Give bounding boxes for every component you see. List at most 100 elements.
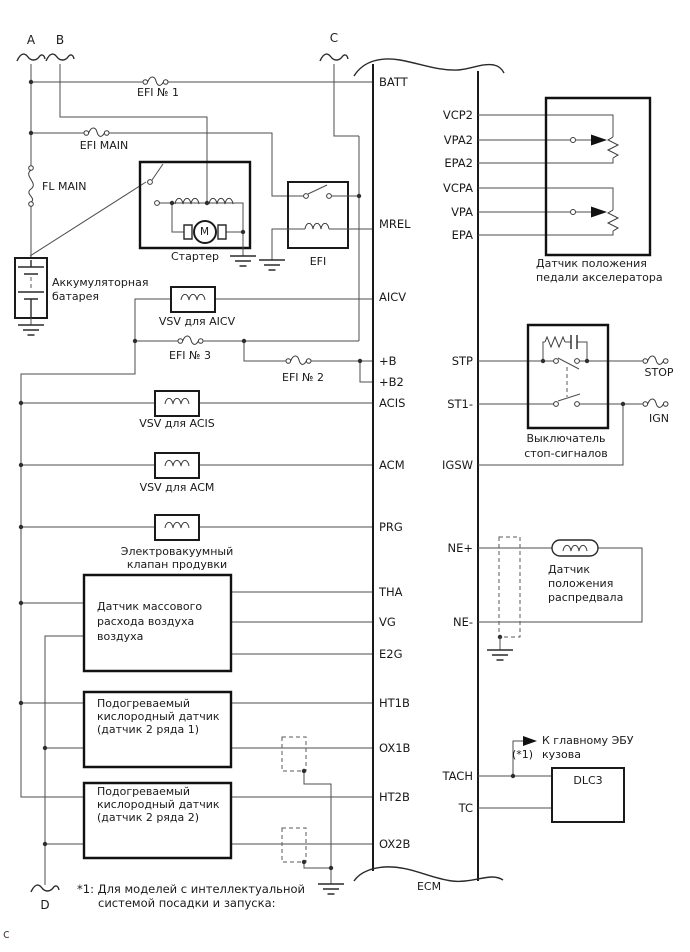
o2-bank1-label-3: (датчик 2 ряда 1) bbox=[97, 723, 200, 736]
vsv-acm-box bbox=[155, 453, 199, 478]
o2-bank2-label-2: кислородный датчик bbox=[97, 798, 220, 811]
battery-ground-icon bbox=[17, 324, 45, 336]
o2-bank2-label-3: (датчик 2 ряда 2) bbox=[97, 811, 200, 824]
cam-pickup-icon bbox=[552, 540, 598, 556]
ecm-pin-vpa2: VPA2 bbox=[443, 133, 473, 147]
wire-aicv bbox=[135, 299, 373, 341]
capacitor-icon bbox=[571, 335, 577, 349]
resistor-icon bbox=[545, 337, 565, 347]
ecm-label: ECM bbox=[416, 880, 442, 893]
wire-o2 bbox=[21, 703, 373, 844]
wire-pedal bbox=[478, 115, 613, 235]
vsv-acis-box bbox=[155, 391, 199, 416]
maf-box bbox=[84, 575, 231, 671]
fuse-ign-label: IGN bbox=[649, 412, 669, 425]
wire-battery-to-starter bbox=[30, 182, 146, 256]
cam-sensor bbox=[478, 537, 642, 650]
ecm-pin-ht1b: HT1B bbox=[379, 696, 410, 710]
switch-blade bbox=[558, 394, 580, 401]
vsv-acis-label: VSV для ACIS bbox=[139, 417, 215, 430]
battery-symbol bbox=[15, 258, 47, 325]
wire-shield-drain bbox=[304, 771, 331, 884]
maf-label-3: воздуха bbox=[97, 630, 144, 643]
ox1b-shield-icon bbox=[282, 737, 306, 771]
wiper-arrow-icon bbox=[591, 134, 607, 146]
pedal-sensor bbox=[478, 98, 650, 255]
ecm-pin-epa: EPA bbox=[451, 228, 473, 242]
star1-ref-label: (*1) bbox=[512, 748, 534, 761]
break-a-icon bbox=[16, 53, 46, 62]
ecm-pin-acm: ACM bbox=[379, 458, 405, 472]
break-b-icon bbox=[45, 53, 75, 62]
ecm-pin-vg: VG bbox=[379, 615, 396, 629]
ne-shield-icon bbox=[499, 537, 520, 637]
starter-motor-label: M bbox=[200, 226, 210, 238]
fuse-stop-label: STOP bbox=[644, 366, 674, 379]
ecm-pin-ox2b: OX2B bbox=[379, 837, 411, 851]
ecm-outline bbox=[354, 59, 504, 881]
shield-ground-icon bbox=[317, 883, 345, 895]
dlc3-box bbox=[552, 768, 624, 822]
fuse-efi1-label: EFI № 1 bbox=[137, 86, 179, 99]
ecm-pin-aicv: AICV bbox=[379, 290, 407, 304]
break-c-icon bbox=[319, 53, 349, 62]
footnote-line-2: системой посадки и запуска: bbox=[98, 896, 276, 910]
battery-label-1: Аккумуляторная bbox=[52, 276, 149, 289]
maf-label-2: расхода воздуха bbox=[97, 615, 195, 628]
ecm-pin-stp: STP bbox=[451, 354, 473, 368]
starter-motor-icon bbox=[194, 221, 216, 243]
wire-b-feed bbox=[60, 64, 207, 203]
fuse-efi1-icon bbox=[142, 76, 169, 86]
ecm-pin-st1: ST1- bbox=[447, 397, 473, 411]
o2-bank1-label-1: Подогреваемый bbox=[97, 697, 190, 710]
fl-main-fusible-link-icon bbox=[29, 166, 34, 207]
ecm-pin-tc: TC bbox=[458, 801, 473, 815]
ecm-pin-epa2: EPA2 bbox=[444, 156, 473, 170]
o2-bank1-label-2: кислородный датчик bbox=[97, 710, 220, 723]
dlc3-label: DLC3 bbox=[573, 774, 603, 787]
connector-a-label: A bbox=[26, 33, 36, 47]
starter-switch-blade bbox=[152, 164, 163, 180]
potentiometer-icon bbox=[608, 210, 618, 231]
ecm-pin-vcpa: VCPA bbox=[443, 181, 473, 195]
to-body-ecu-label-1: К главному ЭБУ bbox=[542, 734, 634, 747]
fuse-efi2-icon bbox=[285, 355, 312, 365]
fuse-efi-main-icon bbox=[83, 127, 110, 137]
purge-label-2: клапан продувки bbox=[126, 558, 228, 571]
footnote-line-1: *1: Для моделей с интеллектуальной bbox=[77, 882, 305, 896]
starter-label: Стартер bbox=[171, 250, 219, 263]
ecm-pin-tach: TACH bbox=[442, 769, 473, 783]
vsv-acm-label: VSV для ACM bbox=[139, 481, 215, 494]
branch-arrow-icon bbox=[523, 736, 537, 746]
ecm-pin-batt: BATT bbox=[379, 75, 408, 89]
cam-label-2: положения bbox=[548, 577, 614, 590]
maf-label-1: Датчик массового bbox=[97, 600, 203, 613]
wire-ne bbox=[478, 548, 642, 622]
power-feed-wires bbox=[30, 64, 373, 341]
ecm-pin-tha: THA bbox=[379, 585, 403, 599]
purge-label-1: Электровакуумный bbox=[120, 545, 234, 558]
o2-bank1-box bbox=[84, 692, 231, 767]
ecm-pin-igsw: IGSW bbox=[442, 458, 473, 472]
wire-mrel bbox=[272, 229, 373, 260]
pedal-label-2: педали акселератора bbox=[536, 271, 663, 284]
fuse-efi3-label: EFI № 3 bbox=[169, 349, 211, 362]
ox2b-shield-icon bbox=[282, 828, 306, 862]
connector-b-label: B bbox=[55, 33, 65, 47]
fuse-efi-main-label: EFI MAIN bbox=[79, 139, 129, 152]
cam-label-3: распредвала bbox=[548, 591, 624, 604]
vsv-aicv-box bbox=[171, 287, 215, 312]
efi-relay-switch-blade bbox=[308, 185, 327, 194]
ecm-pin-ht2b: HT2B bbox=[379, 790, 410, 804]
corner-mark: c bbox=[3, 927, 10, 941]
pedal-label-1: Датчик положения bbox=[536, 257, 647, 270]
ecm-pin-ox1b: OX1B bbox=[379, 741, 411, 755]
o2-bank2-label-1: Подогреваемый bbox=[97, 785, 190, 798]
ecm-pin-ne-plus: NE+ bbox=[447, 541, 473, 555]
starter-internal-wires bbox=[159, 203, 243, 256]
to-body-ecu-label-2: кузова bbox=[542, 748, 581, 761]
efi-relay-label: EFI bbox=[309, 255, 327, 268]
wire-efi2-b bbox=[244, 341, 373, 382]
ecm-pin-vpa: VPA bbox=[451, 205, 473, 219]
ecm-pin-plus-b: +B bbox=[379, 354, 397, 368]
